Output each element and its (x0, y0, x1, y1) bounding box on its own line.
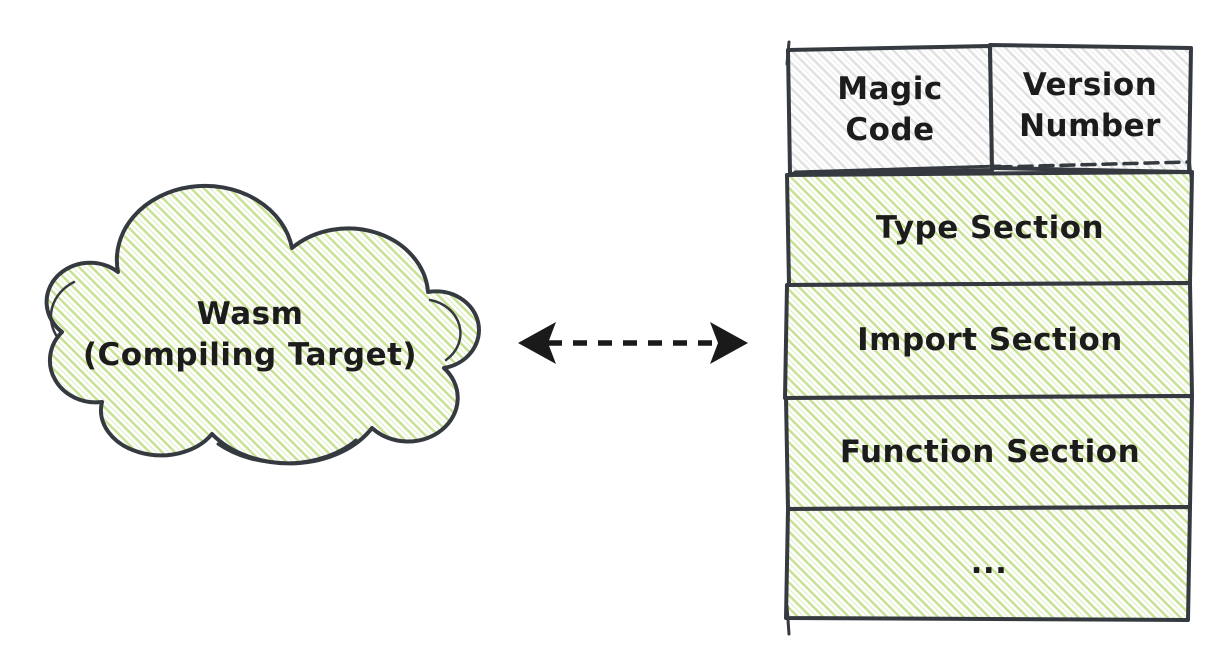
wasm-cloud-shape (44, 183, 481, 466)
bidirectional-arrow-icon (518, 322, 748, 364)
type-section-box (785, 170, 1194, 287)
ellipsis-section-box (784, 505, 1192, 622)
function-section-box (784, 394, 1194, 511)
version-number-box (988, 43, 1193, 174)
sketch-accents (785, 40, 1194, 636)
magic-code-box (786, 44, 994, 176)
import-section-box (783, 281, 1194, 400)
